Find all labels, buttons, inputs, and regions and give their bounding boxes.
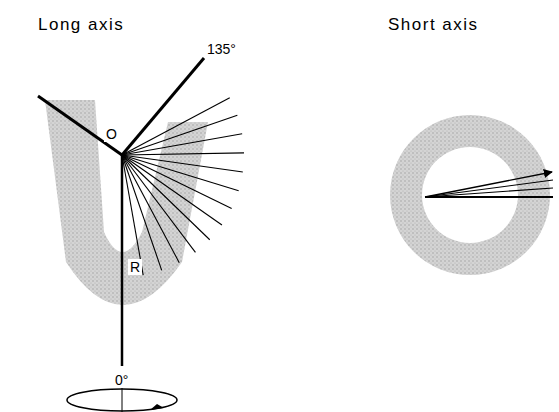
ventricle-short-axis xyxy=(390,115,550,275)
short-axis-ray xyxy=(425,196,553,198)
short-axis-arrow xyxy=(425,172,552,197)
radial-line xyxy=(122,134,242,155)
short-axis-ray xyxy=(425,188,553,197)
rotation-ellipse xyxy=(67,389,177,411)
axis-line xyxy=(38,96,122,155)
panel-title: Short axis xyxy=(388,16,479,33)
radial-line xyxy=(122,153,244,155)
radial-lines xyxy=(122,98,244,275)
rotation-axis xyxy=(122,388,123,412)
radial-line xyxy=(122,98,230,155)
axis-line-135 xyxy=(122,58,204,155)
panel-title: Long axis xyxy=(38,16,124,33)
radial-line xyxy=(122,155,195,252)
angle-label: 0° xyxy=(113,372,130,388)
point-label: R xyxy=(128,259,142,275)
angle-label: 135° xyxy=(207,42,236,56)
radial-line xyxy=(122,155,222,225)
point-label: O xyxy=(104,126,119,142)
radial-line xyxy=(122,155,239,191)
radial-line xyxy=(122,155,162,270)
radial-line xyxy=(122,155,179,263)
short-axis-ray xyxy=(425,180,553,197)
ventricle-long-axis xyxy=(45,100,208,305)
radial-line xyxy=(122,155,243,172)
axis-line-0 xyxy=(121,155,124,366)
rotation-arrow xyxy=(150,404,164,410)
radial-line xyxy=(122,155,210,240)
